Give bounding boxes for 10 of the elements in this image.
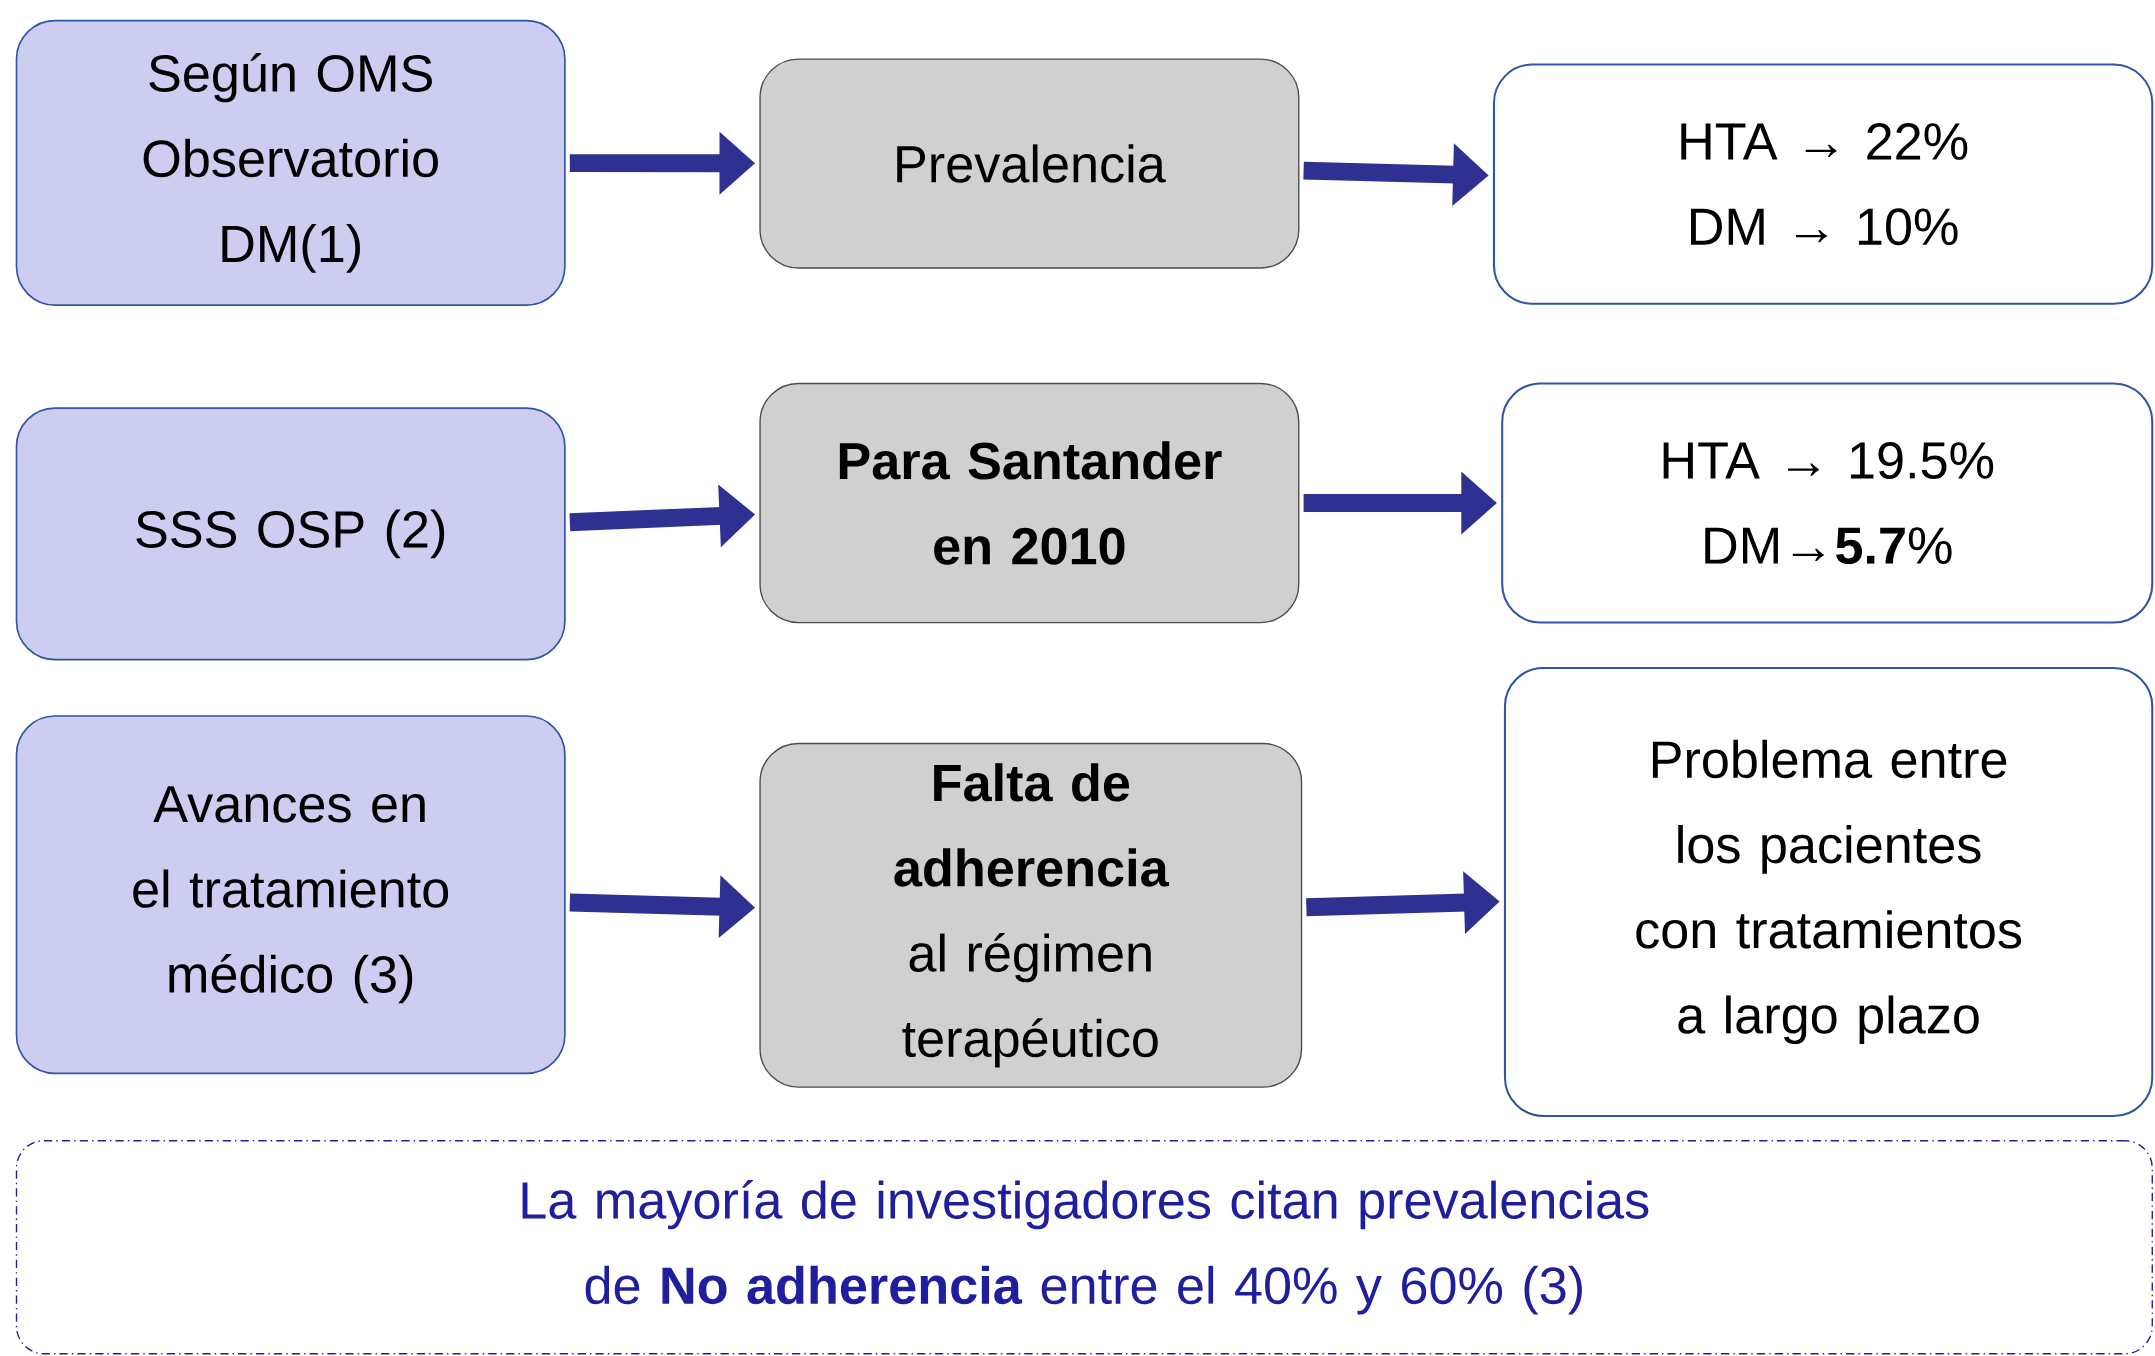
process-box: SSS OSP (2) bbox=[15, 407, 566, 661]
result-box: Problema entre los pacientes con tratamientos a largo plazo bbox=[1503, 666, 2154, 1117]
result-box: HTA → 22% DM → 10% bbox=[1492, 63, 2154, 305]
process-box: Falta de adherencia al régimen terapéutico bbox=[759, 742, 1303, 1088]
process-box: Avances en el tratamiento médico (3) bbox=[15, 715, 566, 1074]
process-box: Prevalencia bbox=[759, 58, 1300, 269]
result-box: HTA → 19.5% DM→5.7% bbox=[1501, 382, 2154, 624]
note-box: La mayoría de investigadores citan prevalencias de No adherencia entre el 40% y 60% (3) bbox=[15, 1139, 2153, 1355]
process-box: Según OMS Observatorio DM(1) bbox=[15, 19, 566, 306]
process-box: Para Santander en 2010 bbox=[759, 382, 1300, 624]
